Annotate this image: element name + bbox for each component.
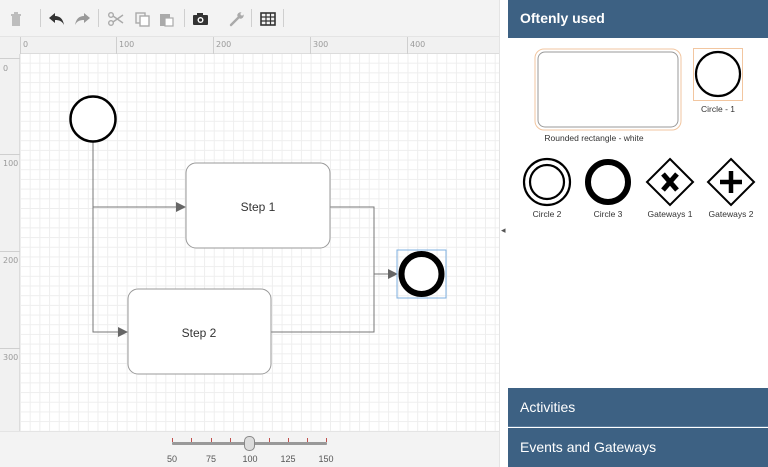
palette-header[interactable]: Oftenly used (508, 0, 768, 38)
ruler-left: 0 100 200 300 (0, 54, 20, 431)
ruler-label: 400 (410, 40, 426, 49)
connector-start-step2[interactable] (92, 207, 128, 337)
step-2-label: Step 2 (182, 326, 217, 340)
paste-icon[interactable] (157, 9, 177, 29)
palette-caption: Circle 3 (593, 209, 623, 219)
shape-palette: Oftenly used Rounded rectangle - white C… (508, 0, 768, 467)
palette-gateway-parallel[interactable] (706, 157, 756, 207)
copy-icon[interactable] (133, 9, 153, 29)
zoom-label: 100 (242, 454, 258, 464)
ruler-label: 0 (3, 64, 9, 73)
zoom-label: 125 (280, 454, 296, 464)
collapse-arrow-icon[interactable]: ◂ (501, 226, 506, 236)
palette-caption: Gateways 2 (708, 209, 754, 219)
table-icon[interactable] (258, 9, 278, 29)
ruler-label: 100 (119, 40, 135, 49)
section-events-gateways[interactable]: Events and Gateways (508, 428, 768, 467)
palette-caption: Gateways 1 (647, 209, 693, 219)
palette-circle-2[interactable] (522, 157, 572, 207)
redo-icon[interactable] (72, 9, 92, 29)
cut-icon[interactable] (106, 9, 126, 29)
zoom-label: 75 (205, 454, 217, 464)
camera-icon[interactable] (190, 9, 210, 29)
palette-caption: Circle 2 (532, 209, 562, 219)
end-event[interactable] (396, 249, 447, 299)
ruler-label: 200 (3, 256, 19, 265)
zoom-label: 150 (318, 454, 334, 464)
ruler-label: 100 (3, 159, 19, 168)
toolbar-separator (251, 9, 252, 27)
task-step-2[interactable]: Step 2 (127, 288, 272, 375)
ruler-label: 200 (216, 40, 232, 49)
zoom-bar: 50 75 100 125 150 (0, 431, 499, 467)
toolbar-separator (98, 9, 99, 27)
toolbar-separator (283, 9, 284, 27)
connector-step2-end[interactable] (271, 274, 375, 333)
zoom-label: 50 (166, 454, 178, 464)
diagram-canvas[interactable]: Step 1 Step 2 (20, 54, 499, 431)
ruler-label: 300 (3, 353, 19, 362)
palette-gateway-exclusive[interactable] (645, 157, 695, 207)
ruler-top: 0 100 200 300 400 (20, 37, 499, 54)
palette-caption: Rounded rectangle - white (544, 133, 644, 143)
toolbar-separator (40, 9, 41, 27)
palette-caption: Circle - 1 (700, 104, 736, 114)
task-step-1[interactable]: Step 1 (185, 162, 331, 249)
section-activities[interactable]: Activities (508, 388, 768, 427)
connector-step1-end[interactable] (330, 206, 398, 279)
undo-icon[interactable] (47, 9, 67, 29)
zoom-slider-handle[interactable] (244, 436, 255, 451)
toolbar-separator (184, 9, 185, 27)
connector-start-step1[interactable] (92, 142, 186, 212)
palette-rounded-rectangle[interactable] (534, 48, 682, 131)
palette-circle-3[interactable] (583, 157, 633, 207)
trash-icon[interactable] (6, 9, 26, 29)
ruler-corner (0, 37, 20, 54)
palette-circle-1[interactable] (693, 48, 743, 101)
panel-splitter[interactable]: ◂ (499, 0, 508, 467)
ruler-label: 300 (313, 40, 329, 49)
wrench-icon[interactable] (227, 9, 247, 29)
step-1-label: Step 1 (241, 200, 276, 214)
ruler-label: 0 (23, 40, 29, 49)
start-event[interactable] (69, 95, 117, 143)
toolbar (0, 0, 499, 37)
